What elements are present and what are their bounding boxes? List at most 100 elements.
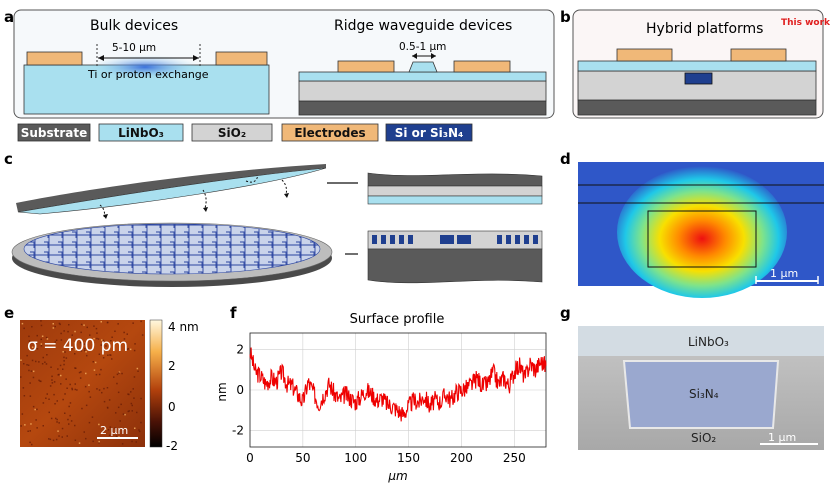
afm-speck — [58, 422, 60, 424]
afm-speck — [44, 361, 46, 363]
afm-speck — [53, 381, 56, 383]
afm-speck — [36, 348, 39, 350]
panel-b: b Hybrid platforms This work — [560, 8, 830, 119]
transfer-arrow-3 — [245, 174, 259, 183]
afm-speck — [71, 348, 74, 350]
afm-speck — [63, 363, 65, 366]
afm-speck — [107, 429, 110, 431]
afm-speck — [141, 334, 144, 336]
xsec-bottom-substrate — [367, 248, 543, 284]
afm-speck — [124, 413, 126, 416]
panel-letter-e: e — [4, 304, 14, 322]
afm-speck — [23, 327, 25, 330]
afm-speck — [114, 427, 116, 429]
afm-speck — [23, 363, 25, 365]
afm-speck — [100, 368, 102, 371]
afm-speck — [132, 322, 134, 324]
panel-g: g LiNbO₃ Si₃N₄ SiO₂ 1 μm — [560, 304, 824, 450]
afm-speck — [31, 346, 34, 348]
afm-speckle — [20, 320, 144, 446]
afm-speck — [60, 339, 63, 341]
afm-speck — [88, 390, 90, 393]
afm-speck — [60, 332, 62, 335]
afm-speck — [56, 421, 58, 423]
afm-speck — [68, 324, 70, 326]
afm-speck — [96, 337, 98, 340]
afm-speck — [96, 388, 98, 390]
afm-speck — [53, 393, 55, 396]
afm-speck — [127, 347, 129, 350]
afm-speck — [71, 387, 73, 390]
afm-speck — [48, 411, 50, 414]
afm-speck — [121, 443, 124, 445]
afm-speck — [84, 347, 86, 350]
chart-x-label: μm — [387, 469, 407, 483]
afm-speck — [106, 321, 109, 324]
afm-speck — [51, 375, 53, 378]
afm-speck — [54, 403, 56, 405]
afm-speck — [65, 378, 67, 380]
afm-speck — [107, 354, 109, 356]
panel-letter-c: c — [4, 150, 13, 168]
afm-speck — [32, 405, 35, 408]
x-tick-50: 50 — [295, 451, 310, 465]
afm-speck — [52, 323, 54, 325]
legend-swatch-0 — [17, 123, 91, 142]
afm-speck — [39, 380, 41, 382]
afm-speck — [78, 371, 81, 374]
xsec-top-linbo3 — [367, 195, 543, 205]
afm-speck — [61, 436, 63, 438]
afm-speck — [100, 344, 102, 346]
afm-speck — [86, 354, 88, 357]
afm-speck — [129, 348, 132, 351]
afm-speck — [101, 391, 103, 394]
afm-speck — [80, 371, 82, 373]
afm-speck — [55, 339, 58, 341]
afm-speck — [62, 351, 64, 353]
mode-core-outline — [647, 210, 757, 268]
afm-speck — [68, 423, 70, 425]
afm-speck — [58, 373, 60, 376]
afm-speck — [59, 323, 61, 326]
afm-speck — [106, 406, 109, 409]
afm-speck — [38, 379, 40, 382]
ridge-slab — [298, 71, 547, 82]
legend-label-4: Si or Si₃N₄ — [395, 126, 464, 140]
afm-speck — [85, 372, 87, 375]
afm-sigma-label: σ = 400 pm — [27, 336, 128, 356]
afm-speck — [75, 367, 77, 369]
afm-speck — [51, 382, 54, 384]
afm-speck — [54, 341, 56, 343]
hybrid-core — [684, 72, 713, 85]
afm-speck — [74, 330, 76, 333]
afm-speck — [28, 343, 30, 345]
afm-speck — [117, 406, 120, 409]
hybrid-substrate — [577, 99, 817, 116]
sem-bottom-label: SiO₂ — [691, 431, 716, 445]
afm-speck — [121, 372, 123, 375]
afm-speck — [103, 387, 105, 390]
afm-speck — [21, 322, 24, 325]
afm-speck — [49, 385, 52, 387]
afm-speck — [20, 359, 22, 361]
y-tick-0: 0 — [236, 383, 244, 397]
afm-speck — [138, 430, 141, 433]
chart-title: Surface profile — [350, 312, 445, 327]
afm-speck — [35, 419, 37, 421]
afm-speck — [45, 363, 48, 365]
afm-speck — [64, 412, 66, 414]
afm-speck — [111, 336, 113, 338]
afm-speck — [21, 413, 24, 415]
afm-speck — [93, 337, 95, 340]
afm-speck — [140, 397, 142, 400]
afm-speck — [46, 338, 49, 340]
afm-speck — [20, 376, 22, 378]
afm-speck — [130, 391, 132, 393]
afm-speck — [40, 343, 43, 345]
afm-speck — [123, 338, 126, 340]
afm-speck — [128, 410, 130, 412]
afm-speck — [74, 353, 76, 355]
afm-speck — [74, 388, 76, 391]
afm-speck — [109, 426, 112, 428]
afm-speck — [36, 408, 38, 411]
